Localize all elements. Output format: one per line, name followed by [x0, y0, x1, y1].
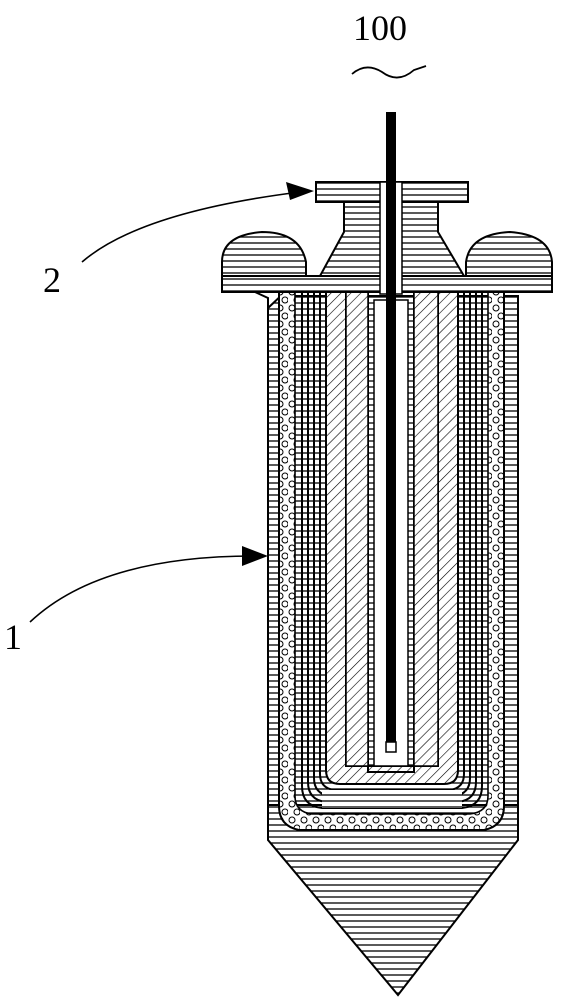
cavity-left	[345, 289, 369, 767]
label-probe: 100	[353, 8, 407, 48]
probe-rod	[386, 112, 396, 752]
leader-body	[29, 546, 268, 623]
arrow-head-icon	[286, 182, 314, 200]
arrow-head-icon	[242, 546, 268, 566]
liner-outer	[278, 288, 505, 831]
leader-cap	[81, 182, 314, 263]
cap-left-lobe	[221, 230, 307, 277]
probe-tip	[385, 741, 397, 753]
label-cap: 2	[43, 260, 61, 300]
cavity-right	[413, 289, 439, 767]
break-mark	[351, 65, 427, 79]
cap	[221, 181, 553, 295]
tube-body	[254, 287, 519, 997]
label-body: 1	[4, 617, 22, 657]
cap-right-lobe	[465, 230, 553, 277]
conical-tip	[267, 804, 519, 997]
bottom-stripes	[322, 790, 462, 808]
